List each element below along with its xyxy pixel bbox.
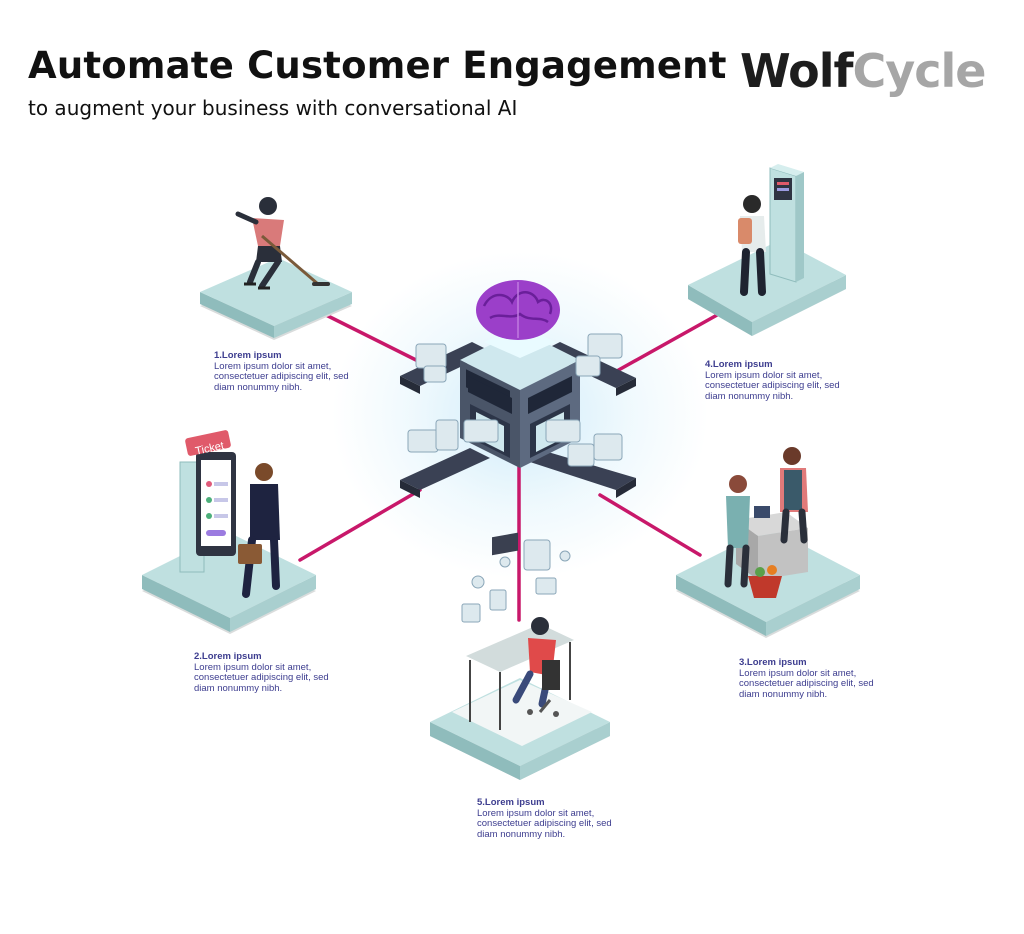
caption-1: 1.Lorem ipsum Lorem ipsum dolor sit amet… [214,350,354,393]
businessman-figure [238,463,280,598]
caption-2-title: 2.Lorem ipsum [194,651,262,662]
floating-app-icons [461,539,571,623]
chat-bubble-icons [407,333,623,467]
brand-logo-part1: Wolf [740,44,853,98]
platform-5 [430,678,610,780]
connector-3 [598,493,702,557]
shop-counter-figure [724,447,808,598]
hockey-player-figure [235,197,330,290]
platform-4 [688,240,846,336]
caption-4-text: Lorem ipsum dolor sit amet, consectetuer… [705,369,840,402]
platform-1 [200,258,352,340]
caption-5-text: Lorem ipsum dolor sit amet, consectetuer… [477,807,612,840]
page-title: Automate Customer Engagement [28,44,727,87]
caption-1-title: 1.Lorem ipsum [214,350,282,361]
central-hub [400,280,636,498]
caption-3: 3.Lorem ipsum Lorem ipsum dolor sit amet… [739,657,879,700]
brand-logo-part2: Cycle [852,44,986,98]
connector-4 [613,303,737,374]
caption-3-title: 3.Lorem ipsum [739,657,807,668]
atm-figure [738,164,804,296]
caption-4-title: 4.Lorem ipsum [705,359,773,370]
caption-3-text: Lorem ipsum dolor sit amet, consectetuer… [739,667,874,700]
caption-5-title: 5.Lorem ipsum [477,797,545,808]
caption-2: 2.Lorem ipsum Lorem ipsum dolor sit amet… [194,651,334,694]
caption-4: 4.Lorem ipsum Lorem ipsum dolor sit amet… [705,359,845,402]
developer-figure [466,532,574,730]
brand-logo: WolfCycle [740,44,986,98]
caption-1-text: Lorem ipsum dolor sit amet, consectetuer… [214,360,349,393]
caption-5: 5.Lorem ipsum Lorem ipsum dolor sit amet… [477,797,617,840]
connectors [298,303,737,622]
caption-2-text: Lorem ipsum dolor sit amet, consectetuer… [194,661,329,694]
connector-2 [298,488,422,562]
connector-1 [318,310,434,370]
kiosk-sign-text: Ticket [194,440,225,458]
page-subtitle: to augment your business with conversati… [28,96,518,120]
kiosk-figure [179,430,236,573]
